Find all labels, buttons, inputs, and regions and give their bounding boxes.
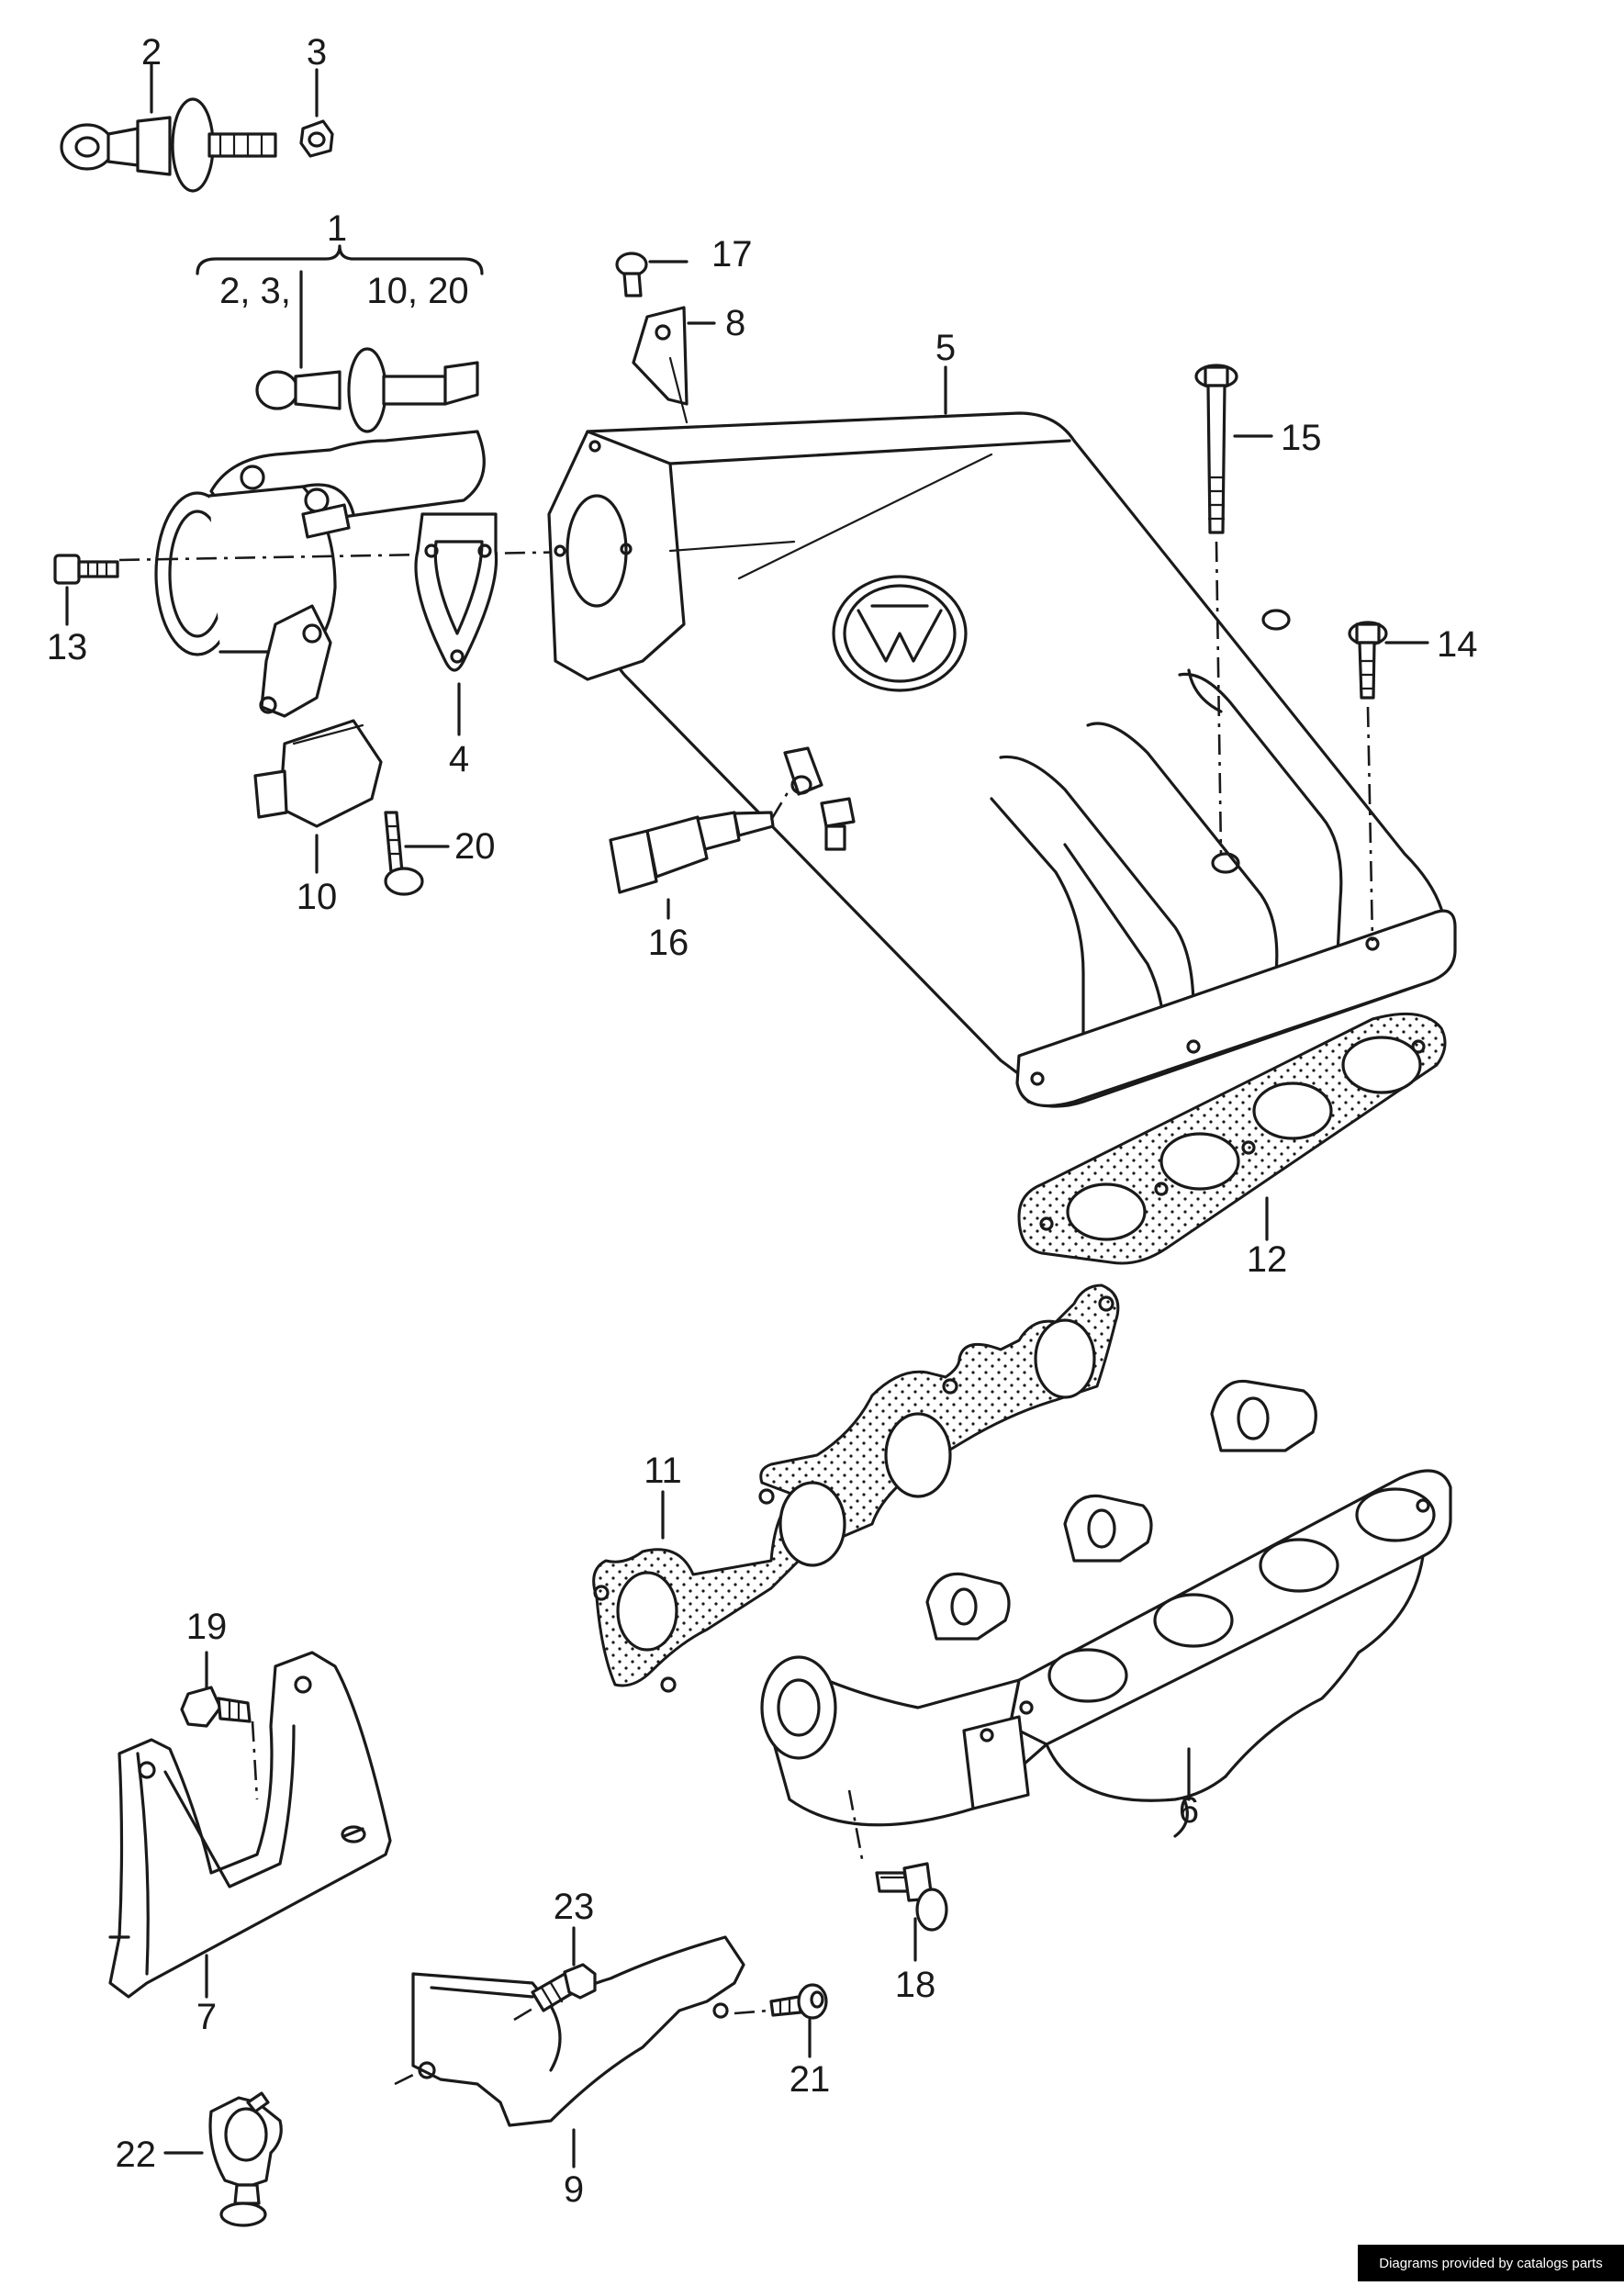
part-2-damper [60, 62, 277, 193]
callout-9: 9 [564, 2169, 584, 2210]
callout-20: 20 [454, 826, 496, 867]
part-13-bolt [53, 554, 119, 626]
callout-22: 22 [116, 2135, 157, 2175]
callout-6: 6 [1179, 1790, 1199, 1831]
throttle-body-assembly [118, 347, 634, 718]
callout-2: 2 [141, 32, 162, 73]
part-3-nut [299, 68, 334, 158]
callout-14: 14 [1437, 624, 1478, 665]
part-12-gasket [1017, 1012, 1447, 1265]
bracket-part-1 [196, 244, 484, 369]
callout-12: 12 [1247, 1239, 1288, 1280]
part-8-bracket [632, 306, 716, 424]
callout-10: 10 [297, 877, 338, 917]
part-22-clip [163, 2091, 283, 2227]
callout-5: 5 [935, 328, 956, 368]
part-16-sensor [609, 746, 856, 920]
callout-18: 18 [895, 1965, 936, 2005]
part-11-gasket [592, 1283, 1120, 1693]
callout-16: 16 [648, 923, 689, 963]
part-7-bracket [108, 1651, 392, 1999]
part-4-gasket [414, 512, 498, 736]
callout-11: 11 [644, 1451, 682, 1491]
part-15-bolt [1194, 364, 1273, 874]
callout-21: 21 [790, 2059, 831, 2100]
part-20-screw [384, 811, 450, 896]
callout-23: 23 [554, 1887, 595, 1927]
callout-15: 15 [1281, 418, 1322, 458]
callout-labels: 2 3 1 2, 3, 10, 20 17 8 5 15 14 13 4 20 … [47, 32, 1478, 2210]
callout-3: 3 [307, 32, 327, 73]
part-17-screw [615, 252, 689, 297]
credit-badge: Diagrams provided by catalogs parts [1358, 2245, 1624, 2281]
callout-1: 1 [327, 208, 347, 249]
callout-1-detail-left: 2, 3, [219, 271, 291, 311]
callout-1-detail-right: 10, 20 [366, 271, 468, 311]
part-14-bolt [1348, 621, 1429, 942]
part-6-exhaust-manifold [760, 1379, 1452, 1865]
part-5-intake-manifold [547, 365, 1457, 1108]
part-21-bolt [734, 1983, 828, 2058]
part-10-sensor [253, 719, 383, 874]
part-19-bolt [180, 1651, 259, 1800]
callout-7: 7 [196, 1997, 217, 2037]
callout-17: 17 [711, 234, 753, 275]
part-18-bolt [875, 1862, 948, 1962]
callout-13: 13 [47, 627, 88, 667]
callout-19: 19 [186, 1607, 228, 1647]
part-23-bolt [513, 1926, 597, 2022]
callout-4: 4 [449, 739, 469, 779]
callout-8: 8 [725, 303, 745, 343]
